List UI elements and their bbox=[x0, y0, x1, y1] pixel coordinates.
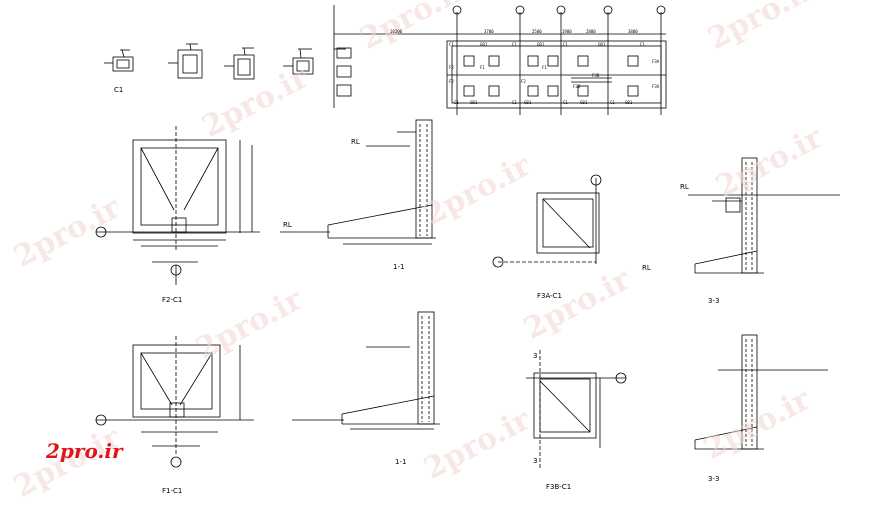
plan-label: C1 bbox=[512, 42, 517, 47]
plan-label: F1 bbox=[542, 65, 547, 70]
detail-title-f3b-c1: F3B-C1 bbox=[546, 483, 572, 491]
column-section-1 bbox=[104, 49, 134, 72]
footing-plan-f2 bbox=[95, 126, 260, 285]
level-label-rl: RL bbox=[351, 138, 360, 146]
detail-title-f1-c1: F1-C1 bbox=[162, 487, 183, 495]
plan-dimension: 10200 bbox=[390, 29, 403, 34]
section-title-1-1: 1-1 bbox=[395, 458, 407, 466]
level-label-rl: RL bbox=[680, 183, 689, 191]
foundation-plan bbox=[333, 5, 667, 115]
plan-label: C1 bbox=[449, 42, 454, 47]
level-label-rl: RL bbox=[283, 221, 292, 229]
section-3-3-top bbox=[688, 157, 840, 274]
column-section-3 bbox=[224, 47, 255, 80]
plan-label: C1 bbox=[640, 42, 645, 47]
plan-label: F3B bbox=[573, 84, 581, 89]
column-section-2 bbox=[168, 43, 203, 79]
plan-dimension: 3800 bbox=[628, 29, 638, 34]
section-marker-3: 3 bbox=[533, 352, 538, 360]
plan-dimension: 3700 bbox=[484, 29, 494, 34]
plan-label: GB1 bbox=[524, 100, 532, 105]
section-title-3-3: 3-3 bbox=[708, 475, 720, 483]
plan-label: GB1 bbox=[598, 42, 606, 47]
plan-label: C1 bbox=[454, 100, 459, 105]
footing-plan-f3a bbox=[492, 174, 602, 268]
section-1-1-top bbox=[280, 119, 436, 245]
footing-plan-f1 bbox=[95, 336, 254, 468]
section-1-1-bottom bbox=[292, 311, 440, 430]
plan-label: F1 bbox=[480, 65, 485, 70]
plan-label: GB1 bbox=[580, 100, 588, 105]
plan-label: F2 bbox=[449, 65, 454, 70]
plan-label: GB1 bbox=[480, 42, 488, 47]
plan-label: F3B bbox=[592, 73, 600, 78]
plan-dimension: 2800 bbox=[586, 29, 596, 34]
plan-dimension: 2500 bbox=[532, 29, 542, 34]
plan-label: F2 bbox=[449, 79, 454, 84]
level-label-rl: RL bbox=[642, 264, 651, 272]
column-section-4 bbox=[283, 48, 314, 75]
detail-title-f2-c1: F2-C1 bbox=[162, 296, 183, 304]
plan-label: F3A bbox=[652, 59, 660, 64]
plan-label: GB1 bbox=[537, 42, 545, 47]
brand-logo: 2pro.ir bbox=[46, 439, 123, 463]
detail-title-f3a-c1: F3A-C1 bbox=[537, 292, 562, 300]
plan-label: C1 bbox=[563, 42, 568, 47]
plan-label: C1 bbox=[512, 100, 517, 105]
section-title-1-1: 1-1 bbox=[393, 263, 405, 271]
plan-dimension: 1900 bbox=[562, 29, 572, 34]
plan-label: C1 bbox=[563, 100, 568, 105]
section-3-3-bottom bbox=[694, 334, 828, 450]
plan-label: GB1 bbox=[625, 100, 633, 105]
section-title-3-3: 3-3 bbox=[708, 297, 720, 305]
plan-label: C1 bbox=[610, 100, 615, 105]
section-marker-3: 3 bbox=[533, 457, 538, 465]
plan-label: F3A bbox=[652, 84, 660, 89]
plan-label: GB1 bbox=[470, 100, 478, 105]
footing-plan-f3b bbox=[526, 350, 627, 468]
plan-label: F2 bbox=[521, 79, 526, 84]
detail-title-c1: C1 bbox=[114, 86, 124, 94]
